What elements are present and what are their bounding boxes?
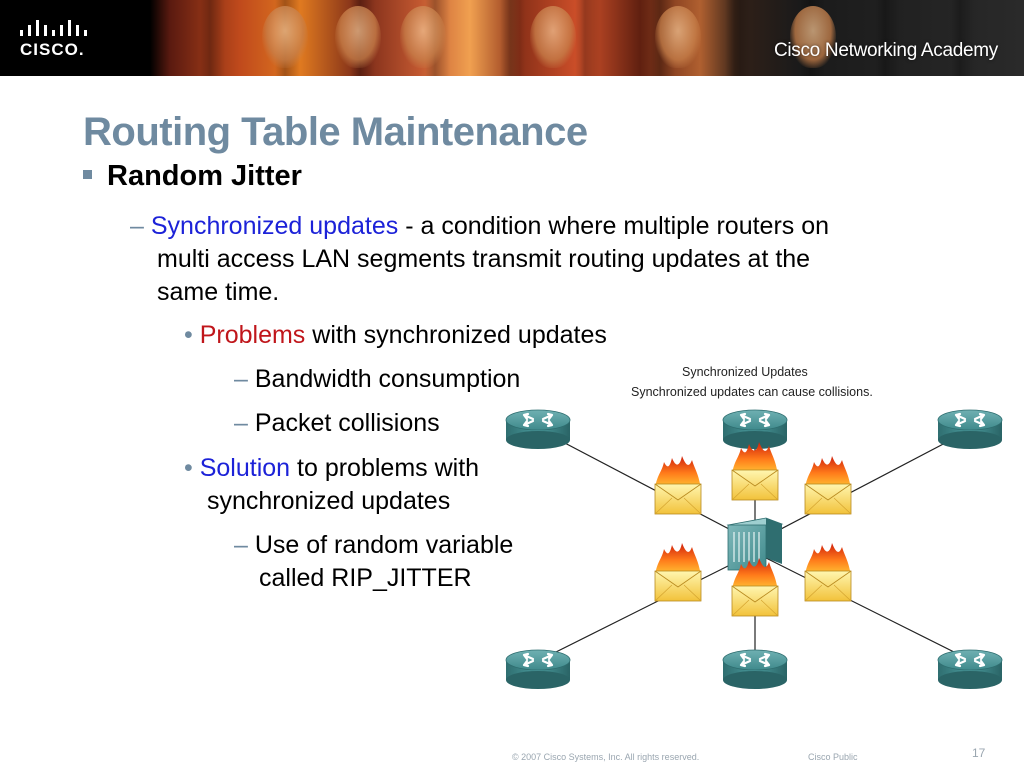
- network-diagram: [504, 408, 1004, 691]
- burning-envelope-icon: [654, 542, 702, 602]
- router-icon: [721, 408, 789, 451]
- problem-collisions-text: Packet collisions: [254, 409, 440, 437]
- router-icon: [504, 408, 572, 451]
- banner-photo-face: [530, 6, 576, 68]
- header-banner: CISCO. Cisco Networking Academy: [0, 0, 1024, 76]
- classification-label: Cisco Public: [808, 752, 858, 762]
- solution-text: to problems with: [290, 454, 480, 482]
- router-icon: [936, 408, 1004, 451]
- page-title: Routing Table Maintenance: [83, 110, 588, 154]
- banner-photo-face: [655, 6, 701, 68]
- term-solution: Solution: [199, 454, 291, 482]
- router-icon: [504, 648, 572, 691]
- sync-definition-line-2: multi access LAN segments transmit routi…: [157, 245, 811, 273]
- bullet-sync-updates: – Synchronized updates - a condition whe…: [130, 210, 829, 243]
- cisco-logo-text: CISCO.: [20, 40, 85, 59]
- banner-photo-face: [335, 6, 381, 68]
- bullet-problems: • Problems with synchronized updates: [184, 319, 607, 352]
- bullet-random-jitter: Random Jitter: [107, 160, 302, 192]
- burning-envelope-icon: [731, 441, 779, 501]
- bullet-solution: • Solution to problems with: [184, 452, 479, 485]
- solution-line-2: synchronized updates: [207, 487, 451, 515]
- dash-bullet-icon: –: [234, 365, 248, 393]
- fix-line-2: called RIP_JITTER: [259, 564, 472, 592]
- burning-envelope-icon: [804, 455, 852, 515]
- diagram-title: Synchronized Updates: [682, 365, 808, 379]
- burning-envelope-icon: [654, 455, 702, 515]
- bullet-random-variable: – Use of random variable: [234, 529, 513, 562]
- sync-definition-text: - a condition where multiple routers on: [398, 212, 830, 240]
- burning-envelope-icon: [804, 542, 852, 602]
- cisco-logo-bars-icon: [20, 20, 87, 36]
- problems-text: with synchronized updates: [305, 321, 607, 349]
- banner-photo-face: [400, 6, 446, 68]
- dash-bullet-icon: –: [234, 409, 248, 437]
- router-icon: [721, 648, 789, 691]
- banner-photo-face: [790, 6, 836, 68]
- copyright-notice: © 2007 Cisco Systems, Inc. All rights re…: [512, 752, 700, 762]
- dot-bullet-icon: •: [184, 321, 193, 349]
- networking-academy-label: Cisco Networking Academy: [773, 40, 998, 61]
- square-bullet-icon: [83, 170, 92, 179]
- dot-bullet-icon: •: [184, 454, 193, 482]
- bullet-collisions: – Packet collisions: [234, 407, 440, 440]
- dash-bullet-icon: –: [130, 212, 144, 240]
- sync-definition-line-3: same time.: [157, 278, 280, 306]
- term-problems: Problems: [199, 321, 306, 349]
- term-synchronized-updates: Synchronized updates: [150, 212, 399, 240]
- dash-bullet-icon: –: [234, 531, 248, 559]
- banner-photo-face: [262, 6, 308, 68]
- slide-number: 17: [972, 746, 986, 760]
- problem-bandwidth-text: Bandwidth consumption: [254, 365, 521, 393]
- diagram-caption: Synchronized updates can cause collision…: [631, 385, 873, 399]
- bullet-bandwidth: – Bandwidth consumption: [234, 363, 520, 396]
- router-icon: [936, 648, 1004, 691]
- fix-text: Use of random variable: [254, 531, 514, 559]
